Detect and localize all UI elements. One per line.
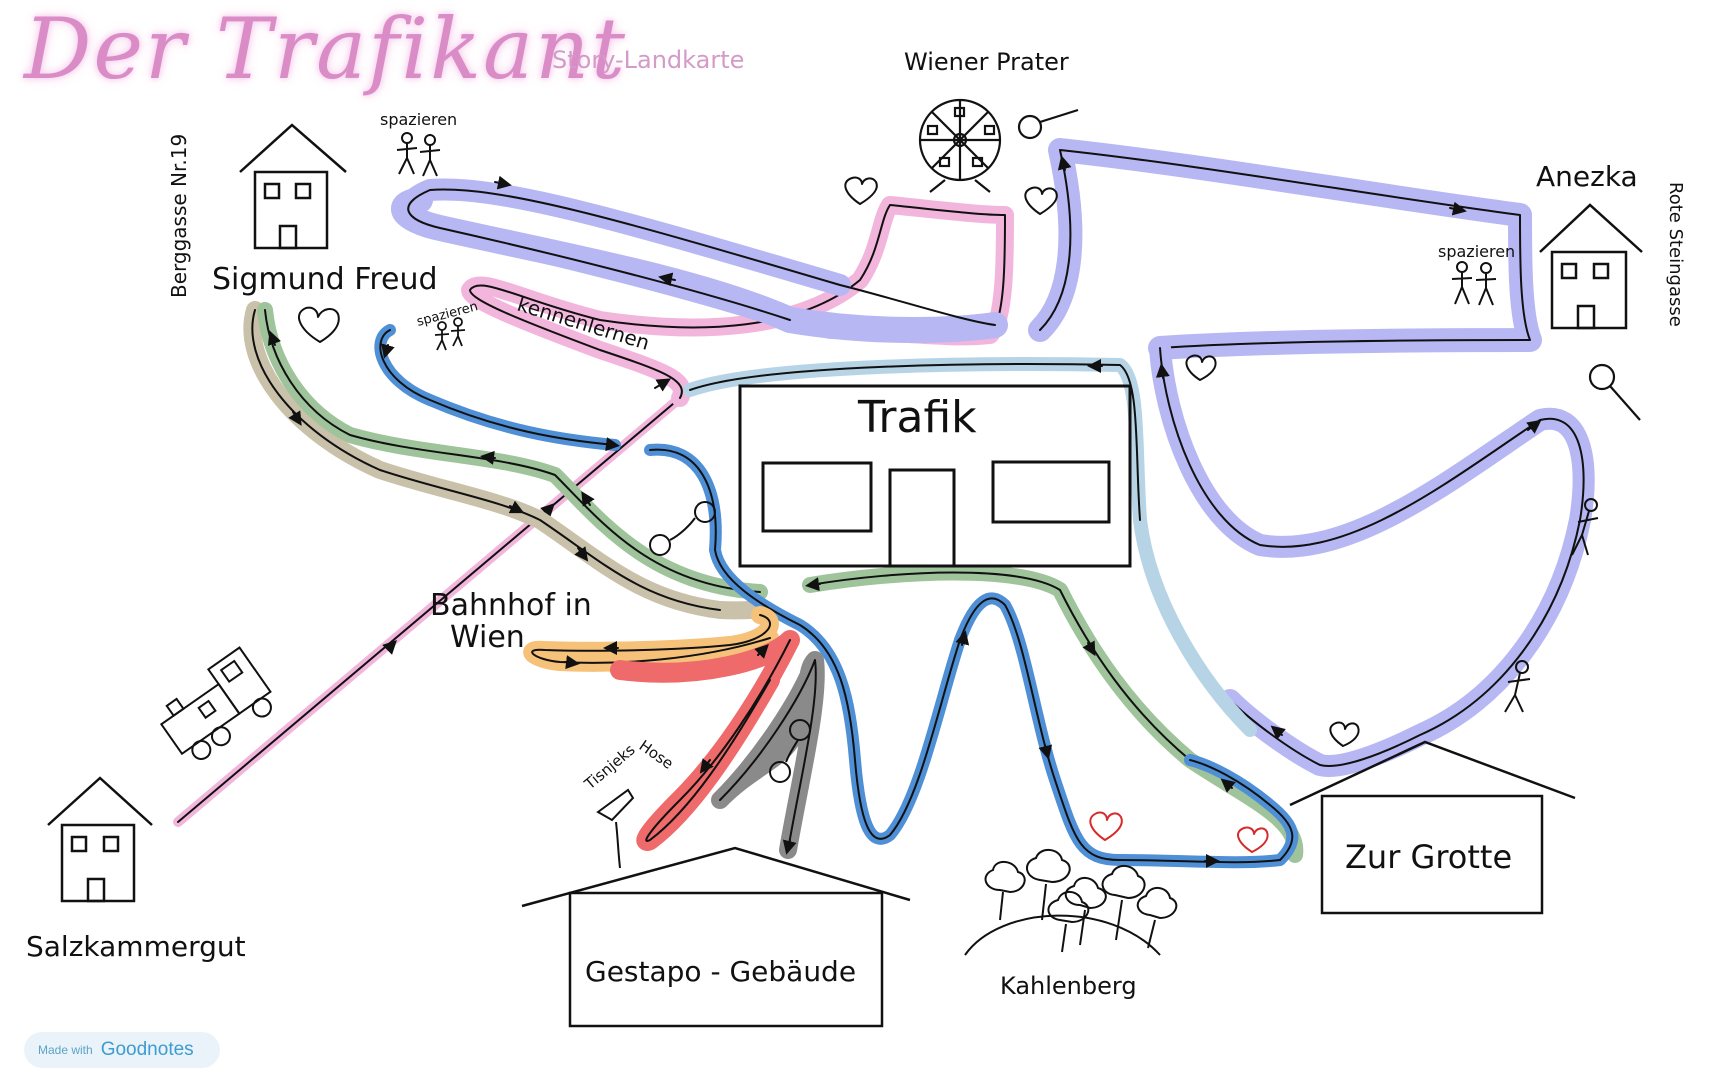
route-green-freud-ink: [264, 309, 761, 593]
stick-figure-walking-2-icon: [1504, 660, 1531, 713]
route-blue-ink: [379, 329, 1294, 864]
label-hose-line1: Tisnjeks: [580, 741, 639, 794]
stick-figures-anezka-icon: [1451, 261, 1497, 306]
label-spazieren-anezka: spazieren: [1438, 242, 1516, 261]
route-lavender-anezka-ink: [1039, 149, 1531, 349]
heart-icon: [844, 176, 878, 205]
route-khaki-ink: [251, 309, 721, 611]
stick-figure-walking-1-icon: [1571, 498, 1599, 556]
magnifier-icon: [1588, 363, 1641, 421]
label-anezka: Anezka: [1536, 160, 1638, 193]
label-prater: Wiener Prater: [904, 48, 1069, 76]
label-kahlenberg: Kahlenberg: [1000, 972, 1137, 1000]
heart-red-icon: [1089, 811, 1123, 841]
heart-red-icon: [1237, 826, 1269, 853]
route-green-kahlenberg: [802, 564, 1304, 863]
heart-icon: [1185, 354, 1217, 381]
house-anezka: [1539, 203, 1643, 330]
route-train-line-ink: [177, 397, 681, 823]
label-hose-line2: Hose: [636, 737, 677, 773]
page-subtitle: Story-Landkarte: [552, 46, 745, 74]
page-title: Der Trafikant: [24, 0, 627, 98]
trouser-icon: [596, 788, 635, 869]
house-freud: [239, 123, 347, 250]
heart-icon: [1024, 186, 1058, 215]
route-lavender-right-ink: [1159, 347, 1585, 767]
building-trafik: [738, 384, 1132, 568]
heart-icon: [1329, 721, 1360, 747]
ferris-wheel-icon: [918, 98, 1002, 193]
label-berggasse: Berggasse Nr.19: [167, 134, 191, 298]
badge-brand: Goodnotes: [100, 1039, 194, 1060]
label-gestapo: Gestapo - Gebäude: [585, 955, 857, 988]
label-spazieren-small: spazieren: [415, 299, 479, 330]
label-spazieren-freud: spazieren: [380, 110, 458, 129]
house-salzkammergut: [47, 776, 153, 903]
route-gray-ink: [719, 659, 817, 851]
heart-icon: [298, 306, 340, 343]
handcuffs-2-icon: [769, 719, 811, 783]
goodnotes-badge[interactable]: Made with Goodnotes: [24, 1032, 220, 1068]
label-freud: Sigmund Freud: [212, 262, 438, 297]
label-bahnhof-line2: Wien: [450, 620, 525, 655]
route-lightblue-ink: [689, 363, 1141, 521]
label-trafik: Trafik: [858, 392, 977, 443]
route-green-kahlenberg-ink: [809, 571, 1191, 761]
building-grotte: [1289, 740, 1576, 915]
handcuffs-1-icon: [649, 501, 716, 556]
stick-figures-freud-icon: [396, 132, 441, 177]
stick-figures-small-icon: [434, 317, 466, 351]
label-rote-steingasse: Rote Steingasse: [1665, 182, 1686, 327]
label-grotte: Zur Grotte: [1345, 838, 1513, 876]
route-red-ink: [645, 639, 791, 842]
routes: [173, 138, 1595, 869]
route-orange-ink: [531, 614, 771, 664]
lollipop-icon: [1017, 108, 1079, 140]
hearts: [298, 176, 1360, 853]
trees-icon: [964, 849, 1178, 956]
train-icon: [159, 646, 272, 760]
label-bahnhof-line1: Bahnhof in: [430, 588, 592, 623]
building-gestapo: [521, 846, 911, 1028]
route-lavender-freud-ink: [407, 188, 996, 326]
badge-made-with: Made with: [38, 1043, 93, 1057]
label-salzkammergut: Salzkammergut: [26, 930, 246, 963]
